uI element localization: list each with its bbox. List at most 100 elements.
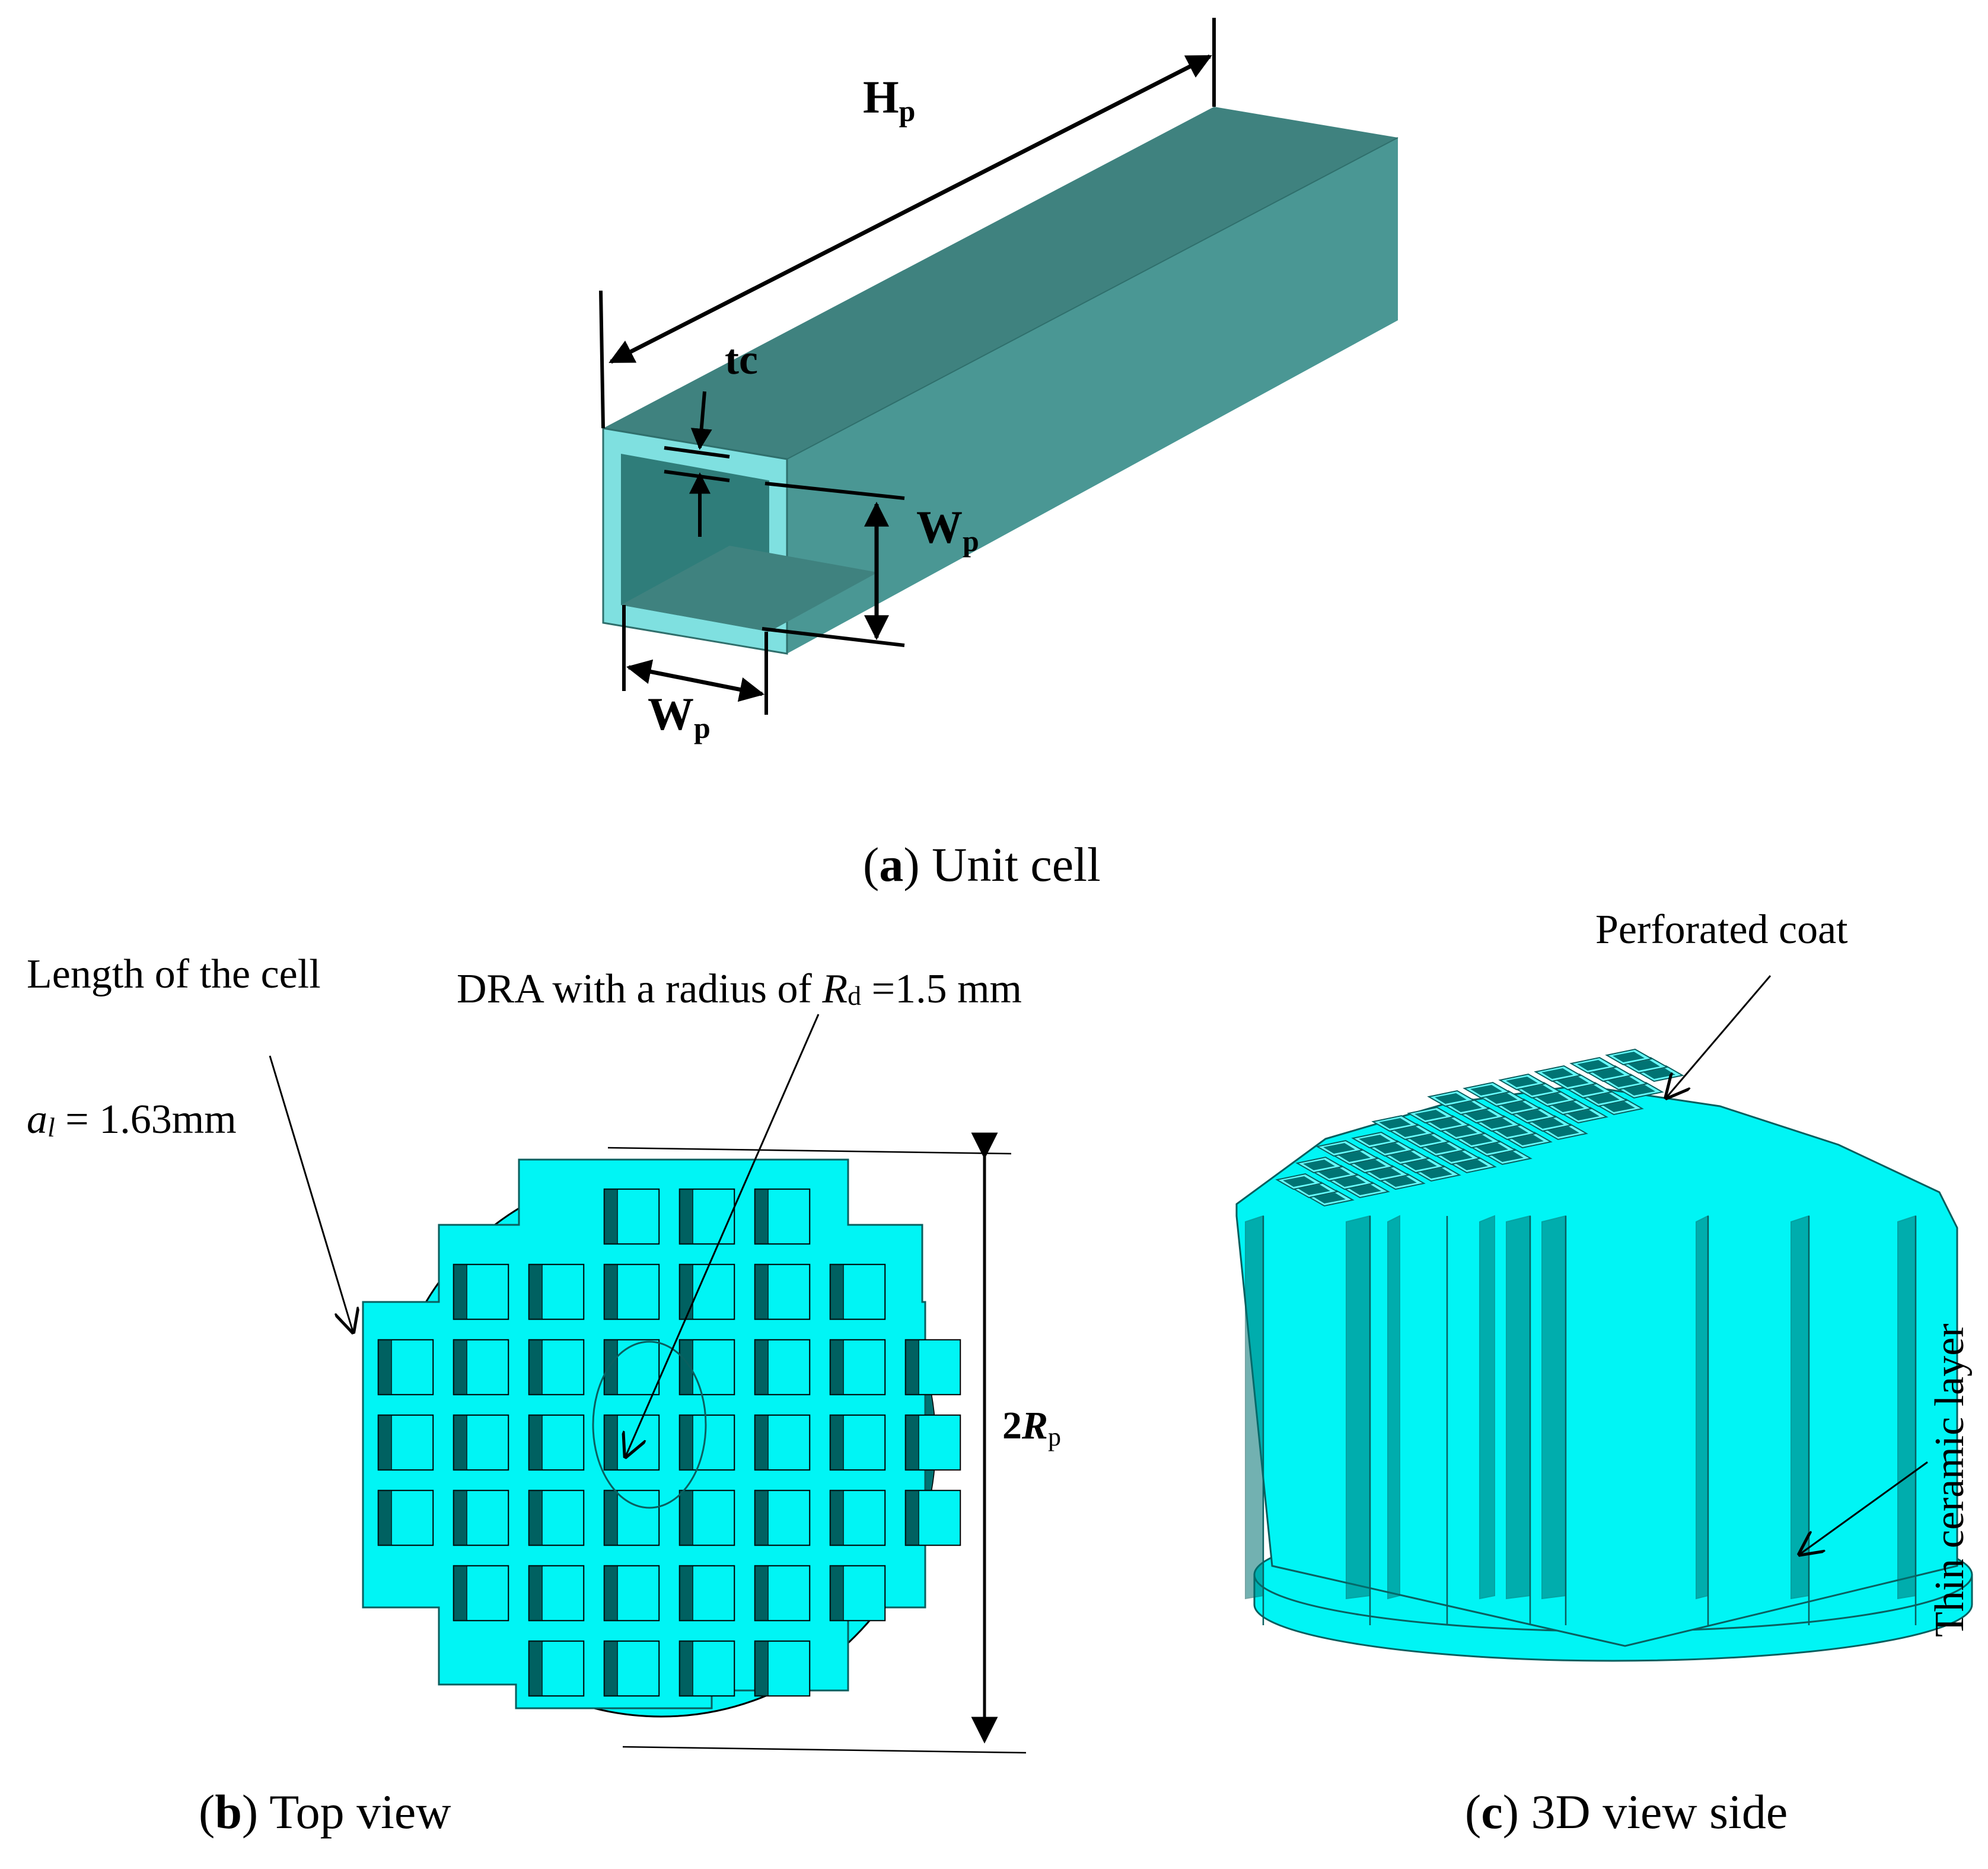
top-view-cell [829, 1339, 886, 1396]
top-view-cell [528, 1640, 585, 1697]
wp-bottom-dimension [622, 605, 768, 715]
top-view-cell [754, 1263, 811, 1320]
top-view-cell [528, 1414, 585, 1471]
top-view-cell [829, 1489, 886, 1546]
caption-c: (c) 3D view side [1465, 1785, 1788, 1839]
side-top-cell [1371, 1115, 1420, 1132]
top-view-cell [829, 1263, 886, 1320]
side-channel-groove [1791, 1215, 1809, 1600]
top-view-cell [603, 1565, 660, 1622]
wp-right-extension-top [764, 482, 905, 500]
side-channel-groove [1387, 1215, 1400, 1600]
top-view-cell [453, 1263, 509, 1320]
side-top-cell [1315, 1139, 1364, 1157]
top-view-cell [678, 1339, 735, 1396]
hp-extension-left [599, 290, 605, 429]
top-view-cell-grid [362, 1158, 961, 1709]
unit-cell-tube [602, 107, 1398, 655]
top-view-cell [603, 1640, 660, 1697]
caption-a: (a) Unit cell [863, 838, 1101, 891]
diameter-extension-bottom [622, 1746, 1027, 1754]
top-view-cell [528, 1489, 585, 1546]
side-channel-groove [1696, 1215, 1709, 1600]
wp-bottom-label: Wp [648, 688, 711, 744]
top-view-cell [754, 1414, 811, 1471]
top-view-cell [829, 1565, 886, 1622]
side-top-cell [1275, 1173, 1324, 1190]
top-view-cell [754, 1565, 811, 1622]
top-view-cell [829, 1414, 886, 1471]
top-view-cell [377, 1414, 434, 1471]
wp-bottom-dimension-line [626, 659, 765, 702]
diameter-extension-top [607, 1147, 1012, 1155]
dra-hole [592, 1341, 707, 1509]
side-body-channels [1245, 1215, 1917, 1625]
top-view-cell [377, 1489, 434, 1546]
top-view-cell [528, 1565, 585, 1622]
side-top-cell [1351, 1131, 1400, 1149]
side-top-cell [1427, 1090, 1476, 1107]
side-channel-groove [1897, 1215, 1916, 1600]
top-view-cell [678, 1414, 735, 1471]
top-view-cell [754, 1339, 811, 1396]
thin-layer-leader-line [1800, 1461, 1928, 1554]
top-view-cell [453, 1489, 509, 1546]
tc-label: tc [725, 336, 758, 383]
side-channel-groove [1541, 1215, 1566, 1600]
top-view-cell [453, 1414, 509, 1471]
side-top-cell [1605, 1048, 1654, 1066]
side-channel-groove [1245, 1215, 1264, 1600]
top-view-cell [678, 1565, 735, 1622]
top-view-cell [754, 1188, 811, 1245]
top-view-cell [754, 1640, 811, 1697]
hp-label: Hp [863, 71, 915, 128]
wp-right-dimension [762, 482, 905, 647]
side-channel-groove [1479, 1215, 1495, 1600]
tc-tick-top [664, 446, 730, 459]
side-top-cell [1407, 1106, 1455, 1124]
side-channel-groove [1506, 1215, 1531, 1600]
top-view-cell [603, 1263, 660, 1320]
top-view-cell [528, 1263, 585, 1320]
top-view-cell [904, 1414, 961, 1471]
side-top-cell [1498, 1073, 1547, 1091]
side-view-panel: Perforated coat Thin ceramic layer (c) 3… [1235, 907, 1973, 1839]
perforated-leader-line [1667, 975, 1772, 1097]
tc-arrow-down [690, 391, 712, 450]
dra-leader-line [626, 1014, 820, 1456]
top-view-cell [904, 1489, 961, 1546]
dra-radius-label: DRA with a radius of Rd =1.5 mm [457, 966, 1022, 1012]
thin-ceramic-layer-label: Thin ceramic layer [1927, 1323, 1973, 1637]
top-view-cell [528, 1339, 585, 1396]
top-view-cell [678, 1188, 735, 1245]
top-view-cell [603, 1188, 660, 1245]
top-view-cell [453, 1339, 509, 1396]
length-of-cell-label: Length of the cell [27, 951, 321, 997]
side-top-cell [1534, 1065, 1582, 1082]
side-top-cell [1569, 1056, 1618, 1074]
side-channel-groove [1346, 1215, 1371, 1600]
side-top-cell [1463, 1081, 1511, 1099]
diameter-label: 2Rp [1002, 1404, 1061, 1451]
cell-length-value: al = 1.63mm [27, 1097, 237, 1142]
top-view-cell [678, 1640, 735, 1697]
top-view-cell [377, 1339, 434, 1396]
hp-dimension [599, 18, 1216, 429]
top-view-cell [603, 1489, 660, 1546]
perforated-coat-label: Perforated coat [1595, 907, 1848, 953]
top-view-cell [754, 1489, 811, 1546]
top-view-cell [678, 1489, 735, 1546]
side-top-grid [1275, 1048, 1684, 1207]
top-view-cell [603, 1339, 660, 1396]
top-view-cell [678, 1263, 735, 1320]
wp-right-label: Wp [916, 501, 979, 558]
top-view-cell [904, 1339, 961, 1396]
hp-dimension-line [608, 54, 1212, 364]
side-top-cell [1295, 1156, 1344, 1174]
caption-b: (b) Top view [199, 1785, 451, 1839]
length-leader-line [269, 1055, 353, 1332]
tc-dimension [664, 391, 730, 537]
top-view-panel: 2Rp Length of the cell al = 1.63mm DRA w… [27, 951, 1061, 1839]
